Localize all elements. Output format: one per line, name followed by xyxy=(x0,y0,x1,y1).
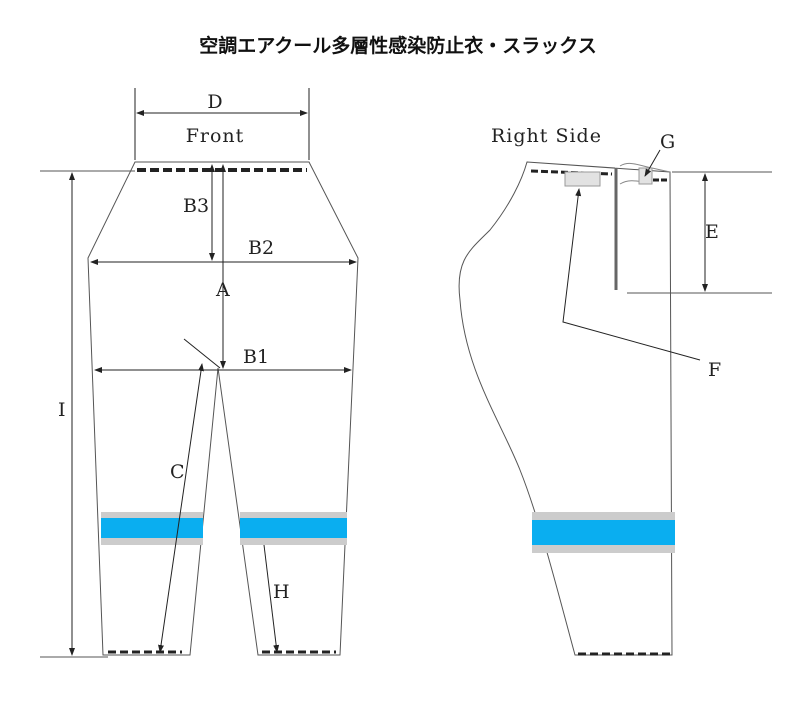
label-b1: B1 xyxy=(243,346,269,368)
label-h: H xyxy=(273,581,290,603)
label-d: D xyxy=(207,91,222,113)
label-g: G xyxy=(660,131,675,153)
pointer-f xyxy=(562,188,701,361)
side-view: Right Side E F G xyxy=(458,125,772,656)
blue-band-left xyxy=(101,518,203,538)
pointer-g xyxy=(644,149,661,177)
page-title: 空調エアクール多層性感染防止衣・スラックス xyxy=(199,34,596,57)
side-outline xyxy=(458,161,673,656)
label-b3: B3 xyxy=(183,195,209,217)
front-view: D Front I B3 A B2 B1 C H xyxy=(40,88,359,658)
label-b2: B2 xyxy=(248,237,274,259)
blue-band-right xyxy=(240,518,347,538)
front-outline xyxy=(87,161,359,656)
dimension-h xyxy=(263,544,280,653)
pocket-f xyxy=(564,171,601,187)
label-i: I xyxy=(58,399,66,421)
blue-band-side xyxy=(532,520,675,545)
label-e: E xyxy=(705,221,719,243)
label-f: F xyxy=(708,359,721,381)
label-c: C xyxy=(170,461,185,483)
front-label: Front xyxy=(186,125,245,147)
side-label: Right Side xyxy=(491,125,602,147)
dimension-c xyxy=(158,363,204,653)
label-a: A xyxy=(215,279,230,301)
